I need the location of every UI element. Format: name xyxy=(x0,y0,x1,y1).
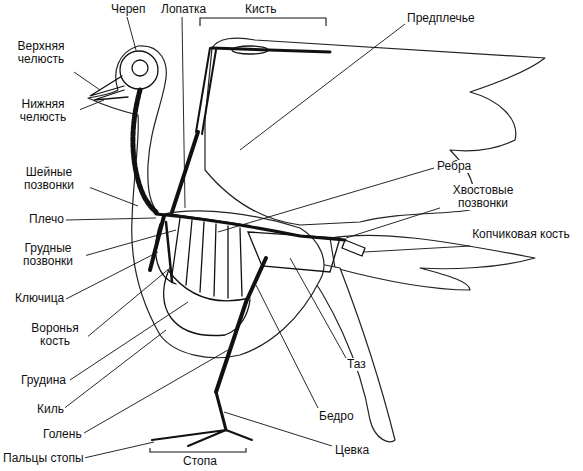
part-label: Ребра xyxy=(436,160,472,173)
part-label: Нижняя челюсть xyxy=(6,98,80,124)
wing-outline xyxy=(205,38,545,225)
part-label: Цевка xyxy=(334,444,370,457)
part-label: Кисть xyxy=(244,3,277,16)
toes xyxy=(152,430,252,446)
pygostyle xyxy=(342,240,365,256)
part-label: Грудина xyxy=(20,374,67,387)
sternum xyxy=(168,270,250,301)
part-label: Пальцы стопы xyxy=(2,452,85,465)
part-label: Бедро xyxy=(318,410,355,423)
part-label: Череп xyxy=(110,3,147,16)
hand xyxy=(212,48,330,52)
tibia xyxy=(216,302,246,392)
tarsometatarsus xyxy=(216,392,226,430)
part-label: Ключица xyxy=(14,292,65,305)
tail-outline xyxy=(330,235,535,290)
femur xyxy=(246,258,266,302)
part-label: Верхняя челюсть xyxy=(4,40,78,66)
upper-jaw xyxy=(90,76,124,96)
lower-jaw xyxy=(94,90,128,100)
part-label: Плечо xyxy=(28,213,65,226)
eye-socket xyxy=(132,60,148,76)
body-outline xyxy=(88,46,324,358)
part-label: Хвостовые позвонки xyxy=(440,184,526,210)
leader-lines xyxy=(62,17,470,458)
carpus xyxy=(232,46,268,54)
scapula xyxy=(168,214,250,226)
humerus xyxy=(150,216,164,270)
skull xyxy=(120,51,158,89)
part-label: Киль xyxy=(36,403,65,416)
part-label: Воронья кость xyxy=(22,322,88,348)
part-label: Стопа xyxy=(182,455,218,468)
part-label: Шейные позвонки xyxy=(8,166,90,192)
part-label: Копчиковая кость xyxy=(470,228,572,241)
neck-vertebrae xyxy=(133,90,156,212)
forearm xyxy=(196,48,216,134)
part-label: Голень xyxy=(42,428,83,441)
part-label: Предплечье xyxy=(406,12,476,25)
part-label: Таз xyxy=(346,358,367,371)
part-label: Лопатка xyxy=(160,3,207,16)
part-label: Грудные позвонки xyxy=(10,242,86,268)
